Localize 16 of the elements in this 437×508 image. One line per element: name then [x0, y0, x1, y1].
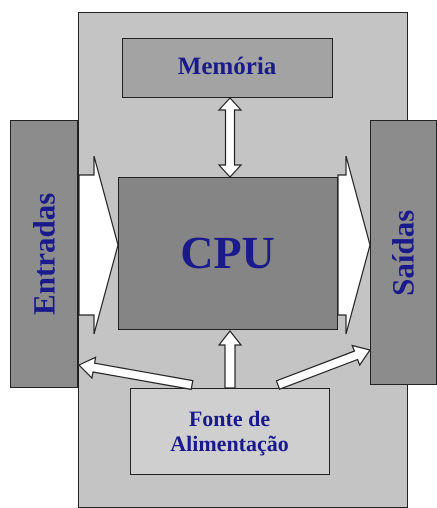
component-label: Fonte de Alimentação — [169, 406, 290, 456]
component-label: Saídas — [386, 209, 422, 296]
component-box — [118, 176, 338, 330]
hollow-arrow — [218, 97, 242, 178]
component-label: Memória — [178, 53, 276, 82]
hollow-arrow — [276, 344, 371, 390]
component-box — [10, 120, 78, 388]
hollow-arrow — [78, 356, 194, 390]
hollow-arrow — [78, 155, 119, 335]
hollow-arrow — [218, 330, 242, 389]
component-box — [130, 388, 330, 474]
component-box — [370, 120, 437, 385]
component-label: Entradas — [26, 192, 62, 316]
hollow-arrow — [337, 155, 371, 335]
component-box — [122, 38, 332, 98]
component-label: CPU — [180, 226, 275, 280]
